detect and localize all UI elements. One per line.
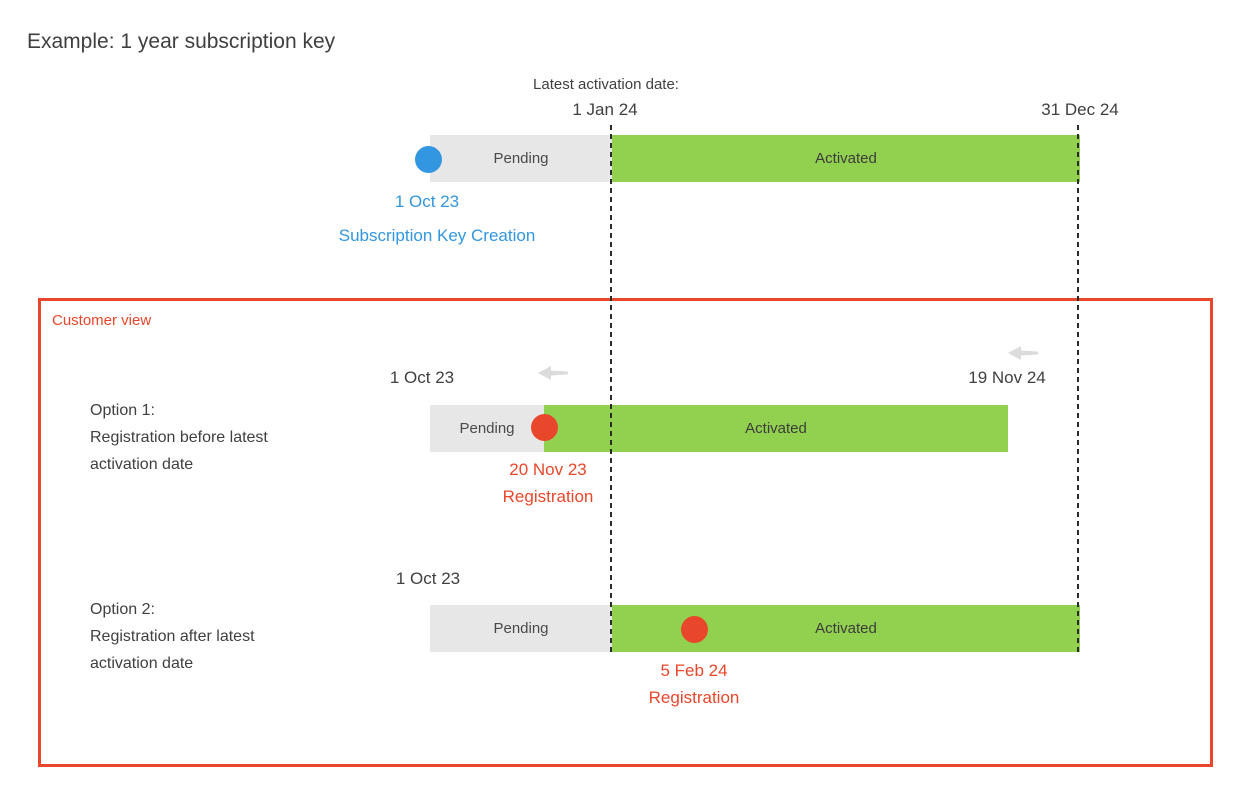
option2-registration-dot (681, 616, 708, 643)
page-title: Example: 1 year subscription key (27, 30, 336, 53)
key-creation-dot (415, 146, 442, 173)
main-pending-bar: Pending (430, 135, 612, 182)
option2-registration-date: 5 Feb 24 (660, 661, 728, 680)
option1-activated-bar: Activated (544, 405, 1008, 452)
option1-start-date: 1 Oct 23 (389, 368, 455, 387)
customer-view-box (38, 298, 1213, 767)
option2-label: Option 2: Registration after latest acti… (90, 596, 255, 677)
option2-desc-line3: activation date (90, 655, 194, 672)
end-date-dashline (1077, 125, 1079, 653)
main-activated-bar: Activated (612, 135, 1080, 182)
subscription-end-date-value: 31 Dec 24 (1041, 100, 1119, 119)
option2-registration-label: Registration (648, 688, 740, 707)
option1-registration-label: Registration (502, 487, 594, 506)
shift-left-arrow-icon (1008, 346, 1038, 360)
shift-left-arrow-icon (538, 366, 568, 380)
latest-activation-dashline (610, 125, 612, 653)
key-creation-date: 1 Oct 23 (394, 192, 460, 211)
option2-start-date: 1 Oct 23 (395, 569, 461, 588)
option1-desc-line2: Registration before latest (90, 429, 268, 446)
customer-view-label: Customer view (52, 312, 152, 329)
option1-pending-bar: Pending (430, 405, 544, 452)
option2-desc-line2: Registration after latest (90, 628, 255, 645)
option1-title: Option 1: (90, 402, 155, 419)
option2-title: Option 2: (90, 601, 155, 618)
option1-end-date: 19 Nov 24 (968, 368, 1046, 387)
option2-pending-bar: Pending (430, 605, 612, 652)
latest-activation-date-value: 1 Jan 24 (572, 100, 638, 119)
latest-activation-date-label: Latest activation date: (533, 76, 679, 93)
option1-registration-dot (531, 414, 558, 441)
key-creation-label: Subscription Key Creation (338, 226, 536, 245)
option1-desc-line3: activation date (90, 456, 194, 473)
option1-registration-date: 20 Nov 23 (509, 460, 587, 479)
option1-label: Option 1: Registration before latest act… (90, 397, 268, 478)
